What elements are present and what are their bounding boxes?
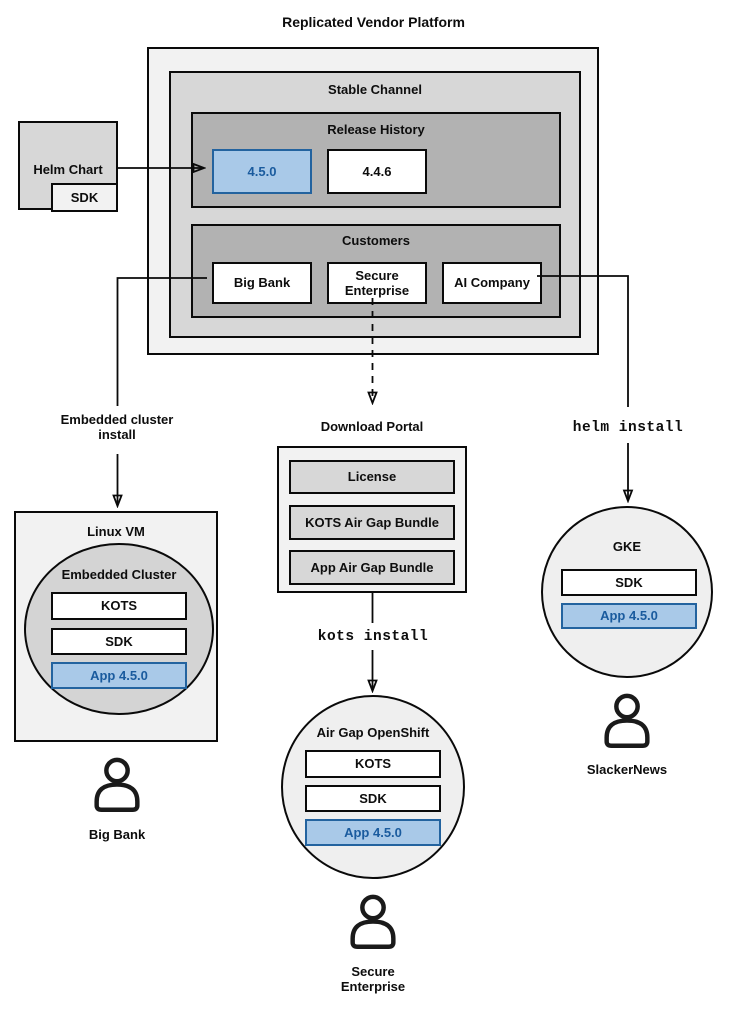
edge-label-embedded-cluster-install: Embedded cluster install: [60, 412, 174, 443]
download-portal-kots-bundle-box: KOTS Air Gap Bundle: [289, 505, 455, 540]
customer-secure-enterprise: Secure Enterprise: [327, 262, 427, 304]
air-gap-openshift-circle: Air Gap OpenShift KOTS SDK App 4.5.0: [281, 695, 465, 879]
user-icon: [604, 693, 650, 748]
edge-label-helm-install: helm install: [572, 420, 684, 436]
linux-vm-box: Linux VM Embedded Cluster KOTS SDK App 4…: [14, 511, 218, 742]
release-history-box: Release History 4.5.0 4.4.6: [191, 112, 561, 208]
customer-ai-company: AI Company: [442, 262, 542, 304]
embedded-cluster-kots-box: KOTS: [51, 592, 187, 620]
stable-channel-box: Stable Channel Release History 4.5.0 4.4…: [169, 71, 581, 338]
release-4-4-6: 4.4.6: [327, 149, 427, 194]
openshift-app-box: App 4.5.0: [305, 819, 441, 846]
embedded-cluster-title: Embedded Cluster: [61, 567, 177, 582]
helm-chart-sdk-box: SDK: [51, 183, 118, 212]
air-gap-openshift-title: Air Gap OpenShift: [316, 725, 430, 740]
user-label-secure-enterprise: Secure Enterprise: [340, 964, 406, 995]
diagram-title: Replicated Vendor Platform: [282, 14, 465, 30]
user-label-big-bank: Big Bank: [88, 827, 146, 842]
edge-label-kots-install: kots install: [317, 629, 429, 645]
gke-title: GKE: [612, 539, 642, 554]
gke-sdk-box: SDK: [561, 569, 697, 596]
release-4-5-0: 4.5.0: [212, 149, 312, 194]
vendor-platform-box: Stable Channel Release History 4.5.0 4.4…: [147, 47, 599, 355]
embedded-cluster-sdk-box: SDK: [51, 628, 187, 655]
user-icon: [94, 757, 140, 812]
openshift-kots-box: KOTS: [305, 750, 441, 778]
download-portal-app-bundle-box: App Air Gap Bundle: [289, 550, 455, 585]
release-history-title: Release History: [327, 122, 425, 137]
customers-title: Customers: [342, 233, 410, 248]
download-portal-license-box: License: [289, 460, 455, 494]
download-portal-title: Download Portal: [320, 419, 424, 434]
stable-channel-title: Stable Channel: [328, 82, 422, 97]
gke-circle: GKE SDK App 4.5.0: [541, 506, 713, 678]
customers-box: Customers Big Bank Secure Enterprise AI …: [191, 224, 561, 318]
openshift-sdk-box: SDK: [305, 785, 441, 812]
embedded-cluster-app-box: App 4.5.0: [51, 662, 187, 689]
user-icon: [350, 894, 396, 949]
gke-app-box: App 4.5.0: [561, 603, 697, 629]
customer-big-bank: Big Bank: [212, 262, 312, 304]
helm-chart-box: Helm Chart SDK: [18, 121, 118, 212]
linux-vm-title: Linux VM: [87, 524, 145, 539]
download-portal-box: License KOTS Air Gap Bundle App Air Gap …: [277, 446, 467, 593]
embedded-cluster-circle: Embedded Cluster KOTS SDK App 4.5.0: [24, 543, 214, 715]
helm-chart-title: Helm Chart: [33, 162, 103, 177]
user-label-slackernews: SlackerNews: [586, 762, 668, 777]
